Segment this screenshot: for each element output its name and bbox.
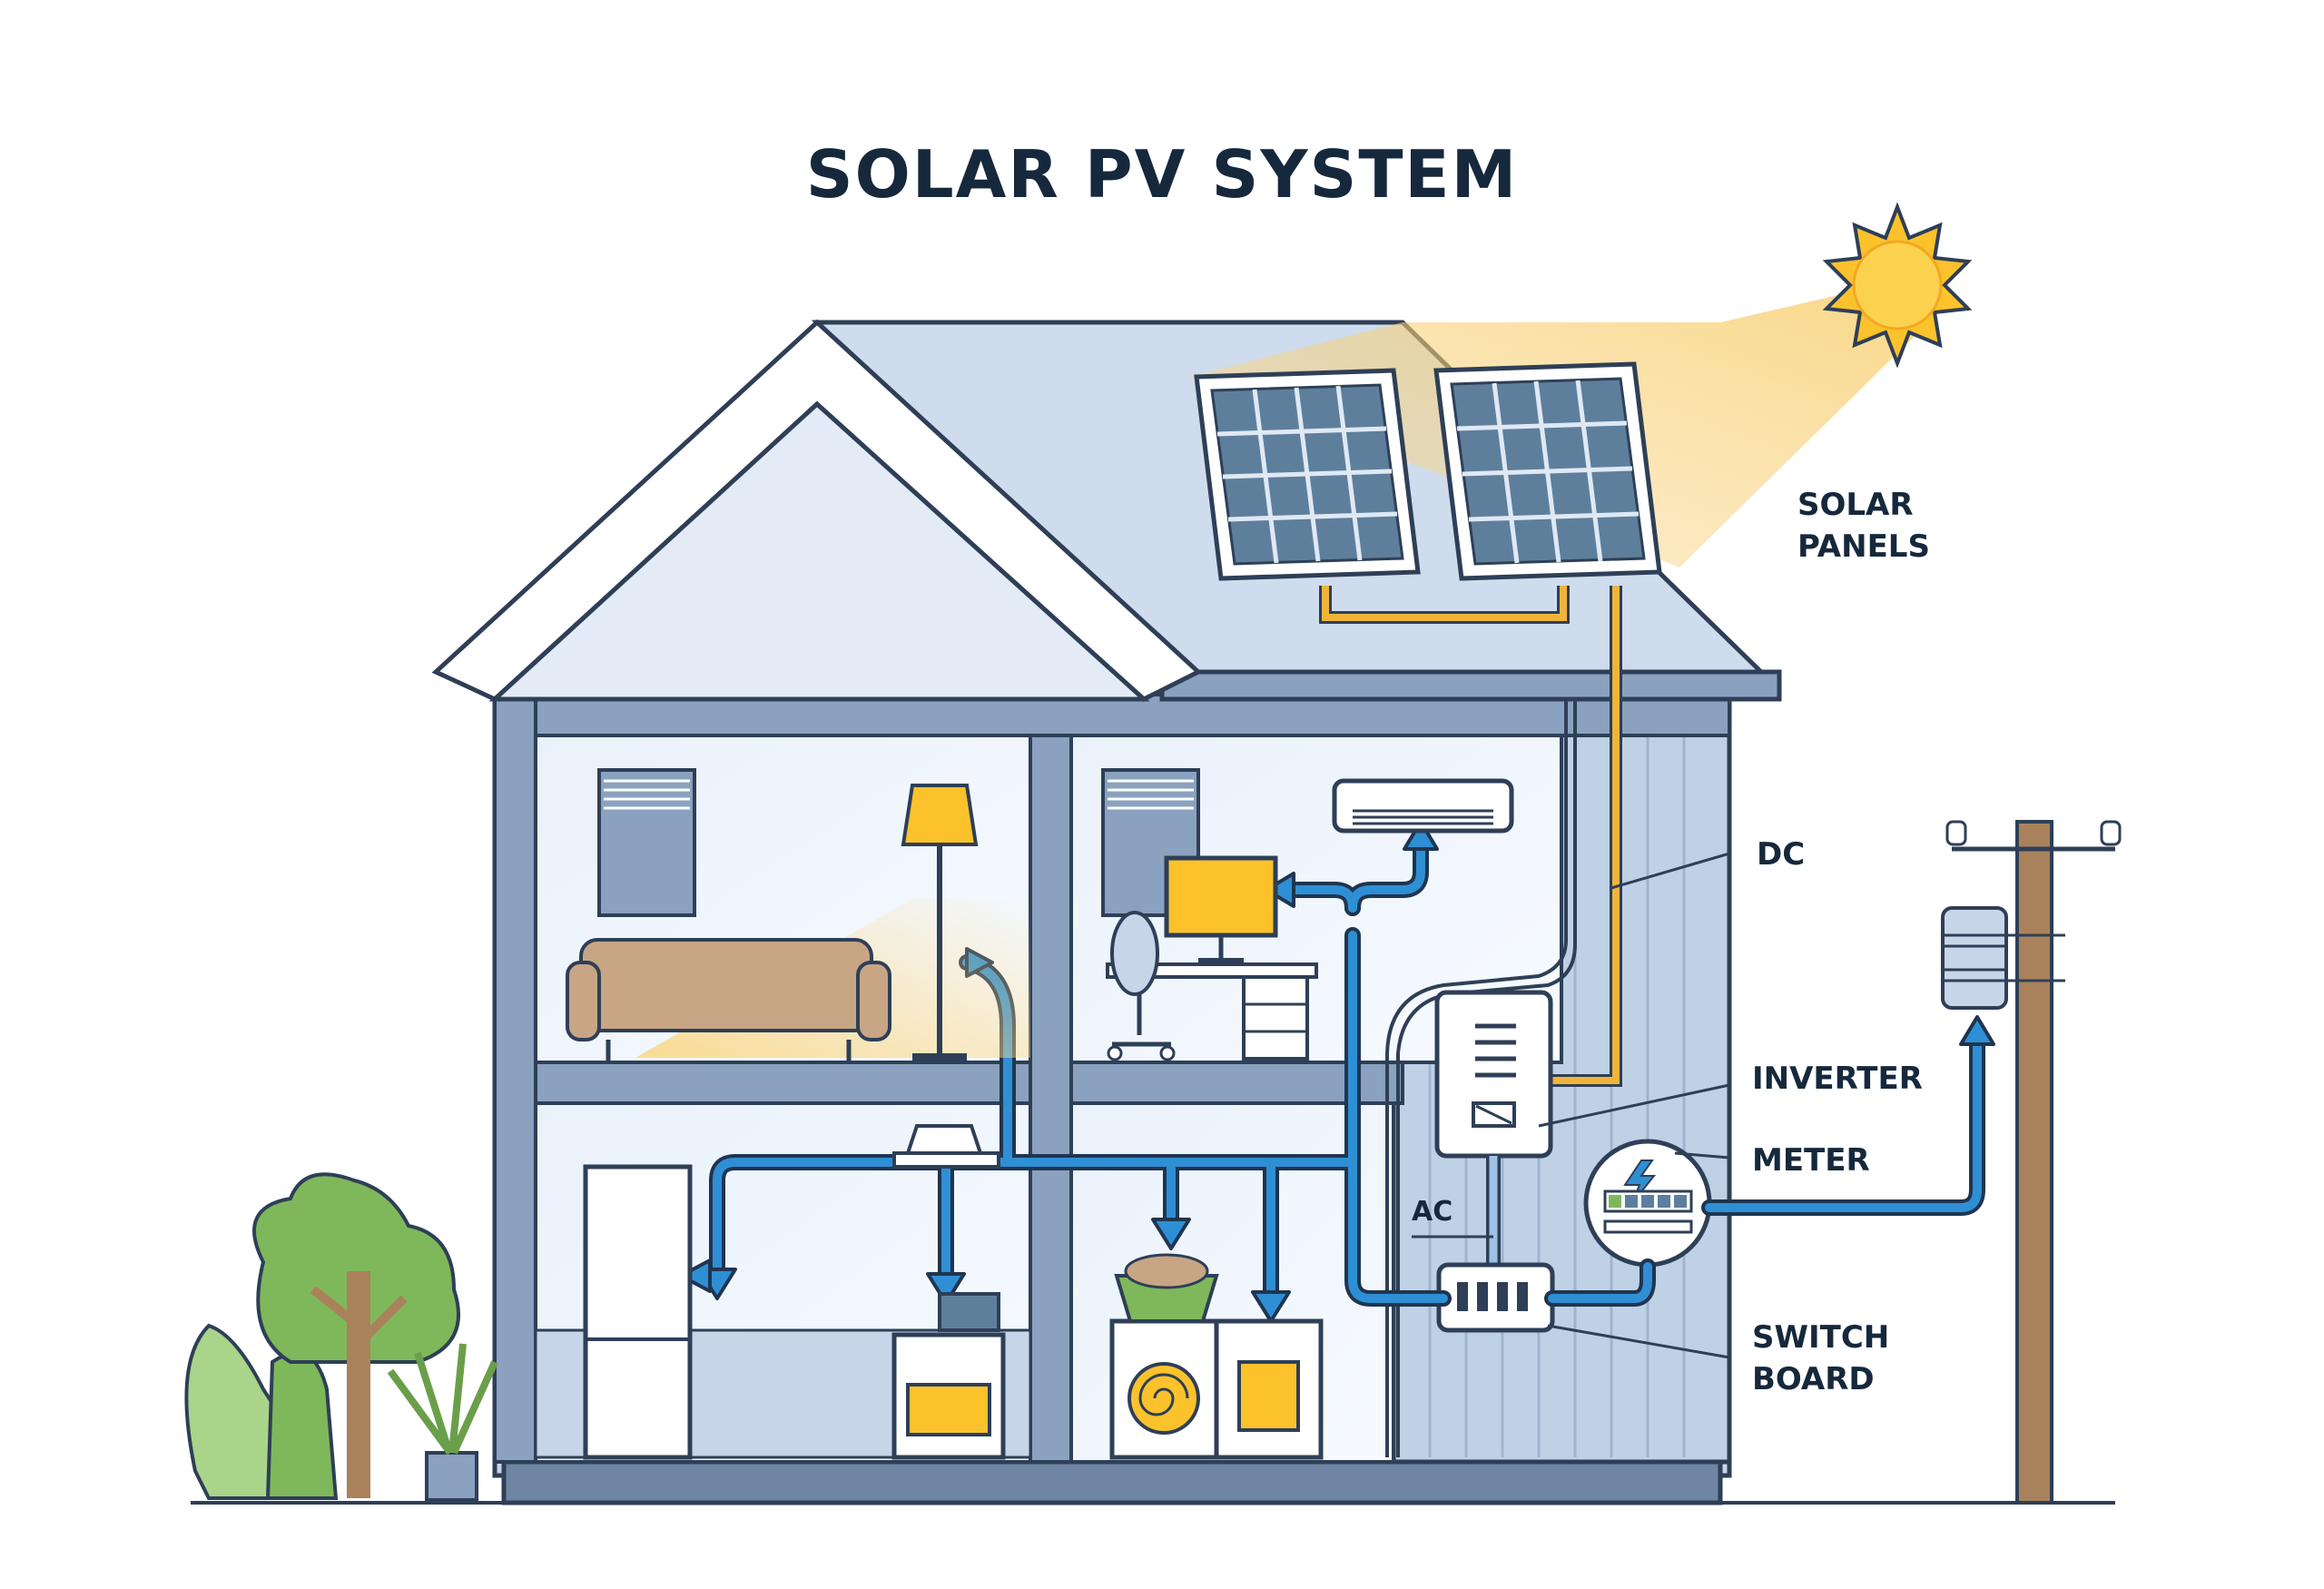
flow-arrows — [679, 820, 1995, 1323]
dc-label: DC — [1757, 836, 1806, 873]
transformer — [1941, 906, 2008, 1010]
meter-label: METER — [1752, 1142, 1870, 1179]
inverter-label: INVERTER — [1752, 1061, 1923, 1097]
sun-icon — [1822, 202, 1973, 369]
leader-lines — [1412, 852, 1730, 1359]
solar-panel-icon — [1194, 361, 1662, 624]
solar-panels-label-line2: PANELS — [1797, 528, 1930, 565]
office-chair — [1110, 911, 1159, 996]
utility-pole-icon — [1941, 820, 2122, 1505]
solar-panels-label: SOLAR PANELS — [1797, 484, 1930, 568]
range-hood — [905, 1124, 983, 1155]
sofa — [579, 938, 873, 1032]
desk — [1106, 962, 1318, 979]
solar-panels-label-line1: SOLAR — [1797, 487, 1914, 523]
switch-board-label: SWITCH BOARD — [1752, 1317, 1889, 1400]
meter-icon — [1583, 1139, 1712, 1268]
tree-icon — [252, 1172, 460, 1364]
potted-plant-icon — [425, 1451, 478, 1502]
living-room-furniture — [566, 768, 1030, 1062]
floor-lamp — [901, 784, 979, 846]
switch-board-label-line2: BOARD — [1752, 1361, 1875, 1397]
switchboard-icon — [1436, 1262, 1555, 1333]
kitchen-furniture — [534, 1124, 1032, 1460]
cooking-pot — [938, 1292, 1000, 1332]
ac-label: AC — [1412, 1196, 1453, 1228]
computer-monitor — [1164, 855, 1278, 938]
inverter-icon — [1434, 990, 1553, 1159]
switch-board-label-line1: SWITCH — [1752, 1319, 1890, 1356]
page-title: SOLAR PV SYSTEM — [805, 136, 1519, 212]
trees-and-plants — [184, 1172, 498, 1502]
office-furniture — [1101, 768, 1514, 1061]
window — [597, 768, 696, 917]
laundry-appliances — [1109, 1253, 1324, 1460]
